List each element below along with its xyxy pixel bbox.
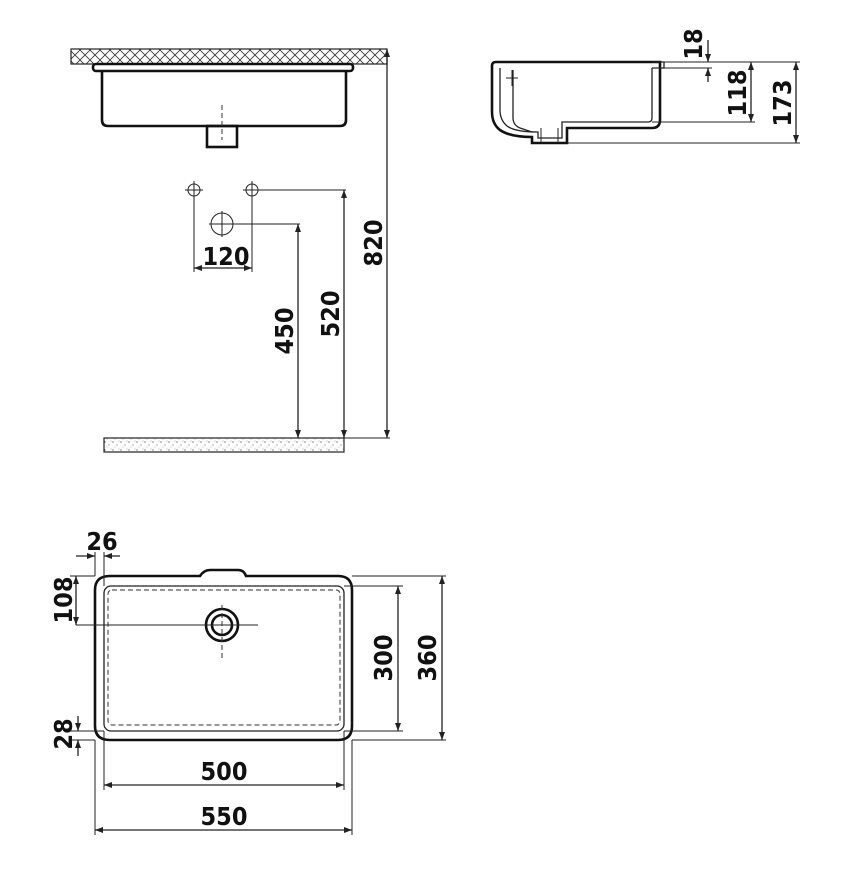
dim-tap-spacing: 120: [203, 242, 250, 271]
dim-bottom-offset: 28: [49, 718, 78, 749]
basin-body: [100, 71, 348, 128]
dim-drain-height: 450: [270, 308, 299, 355]
dim-outer-width: 360: [413, 635, 442, 682]
dim-inner-width: 300: [369, 635, 398, 682]
dim-outer-length: 550: [201, 802, 248, 831]
countertop: [70, 48, 388, 65]
basin-flange: [91, 62, 355, 73]
dim-edge-offset: 26: [86, 527, 117, 556]
dim-inner-depth: 118: [723, 70, 752, 117]
dim-drain-offset: 108: [49, 577, 78, 624]
basin-outline-outer: [93, 568, 354, 742]
front-view: 120 450 520 820: [70, 48, 390, 453]
basin-bowl-dashed: [107, 589, 341, 726]
floor: [103, 437, 345, 453]
side-shell-outer: [490, 60, 662, 145]
basin-outline-inner: [103, 585, 345, 732]
dim-counter-height: 820: [359, 220, 388, 267]
dim-rim: 18: [679, 28, 708, 59]
drain-top: [76, 605, 258, 660]
top-view: 26 108 28 300 360 500: [49, 527, 446, 835]
dim-inner-length: 500: [201, 757, 248, 786]
tap-hole-left: [185, 181, 203, 199]
dim-tap-height: 520: [316, 291, 345, 338]
dim-total-depth: 173: [768, 80, 797, 127]
side-view: 18 118 173: [490, 28, 800, 145]
drain-hole: [209, 211, 235, 237]
